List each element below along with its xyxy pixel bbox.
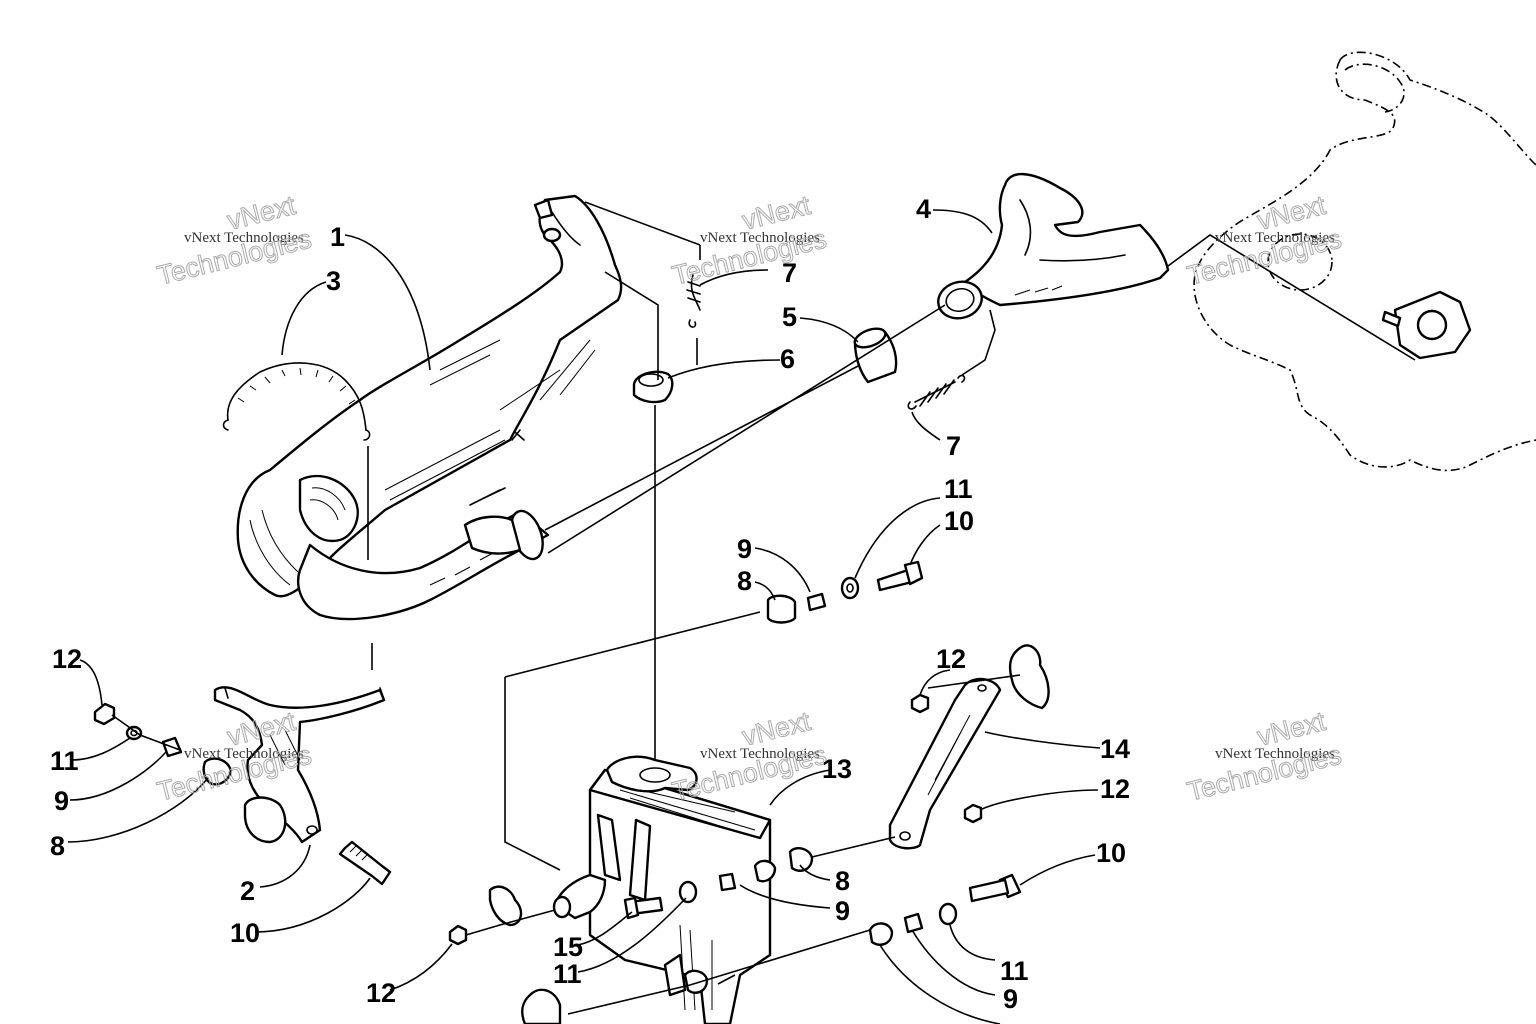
callout-3: 3	[326, 266, 341, 296]
callout-11-left: 11	[50, 746, 79, 776]
callout-5: 5	[782, 302, 797, 332]
watermark-text: vNext Technologies	[184, 230, 304, 246]
callout-leaders	[67, 209, 1101, 1024]
watermark-text: vNext Technologies	[184, 746, 304, 762]
engine-outline	[1193, 51, 1536, 472]
callout-9-left: 9	[54, 786, 69, 816]
callout-numbers: 1 3 4 5 6 7 7 11 10 9 8 12 11 9 8 2 10 1…	[50, 194, 1130, 1014]
callout-1: 1	[330, 222, 345, 252]
watermark-text: vNext Technologies	[700, 746, 820, 762]
callout-15: 15	[553, 932, 583, 962]
callout-13: 13	[822, 754, 852, 784]
spring-7-lower	[907, 374, 966, 410]
callout-12-bottom: 12	[366, 978, 396, 1008]
callout-10-top: 10	[944, 506, 974, 536]
callout-10-right: 10	[1096, 838, 1126, 868]
spring-7-upper	[686, 274, 701, 328]
watermark-text: vNext Technologies	[1215, 746, 1335, 762]
hardware-right	[448, 560, 1022, 1024]
callout-9-bottom: 9	[835, 896, 850, 926]
callout-10-left: 10	[230, 918, 260, 948]
watermark-text: vNext Technologies	[700, 230, 820, 246]
callout-6: 6	[780, 344, 795, 374]
hardware-left	[93, 702, 392, 886]
callout-9-bottom-right: 9	[1003, 984, 1018, 1014]
callout-12-right: 12	[1100, 774, 1130, 804]
callout-11-bottom: 11	[553, 959, 582, 989]
callout-4: 4	[916, 194, 931, 224]
callout-8-bottom: 8	[835, 866, 850, 896]
callout-12-left: 12	[52, 644, 82, 674]
silencer-13	[552, 755, 772, 1024]
y-manifold	[937, 172, 1170, 320]
grommet-6	[632, 370, 674, 404]
callout-14: 14	[1100, 734, 1130, 764]
seal-ring-5	[853, 327, 898, 384]
support-bracket-2	[213, 686, 386, 844]
callout-11-bottom-right: 11	[1000, 956, 1029, 986]
spring-3	[222, 362, 371, 441]
callout-12-top-right: 12	[936, 644, 966, 674]
callout-7-upper: 7	[782, 258, 797, 288]
callout-2: 2	[240, 876, 255, 906]
expansion-chamber	[236, 194, 623, 621]
callout-8-left: 8	[50, 831, 65, 861]
callout-8-top: 8	[737, 566, 752, 596]
callout-9-top: 9	[737, 534, 752, 564]
arm-bracket-14	[888, 644, 1050, 850]
leader-lines	[367, 201, 1416, 1015]
callout-11-top: 11	[944, 474, 973, 504]
callout-7-lower: 7	[946, 431, 961, 461]
watermark-text: vNext Technologies	[1215, 230, 1335, 246]
